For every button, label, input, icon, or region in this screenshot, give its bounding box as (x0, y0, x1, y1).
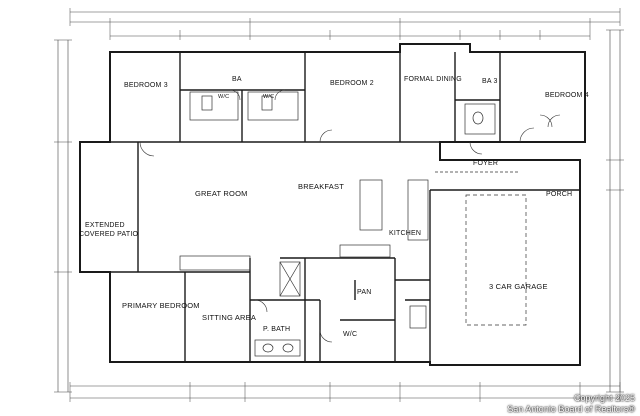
room-label-wic: W/C (343, 331, 358, 338)
room-label-bath-3: BA 3 (482, 78, 498, 85)
fixtures (179, 91, 527, 357)
room-label-primary-bedroom: PRIMARY BEDROOM (122, 301, 200, 310)
room-label-sitting-area: SITTING AREA (202, 313, 257, 322)
room-label-bath: BA (232, 76, 242, 83)
room-label-wic-a: W/C (218, 94, 230, 100)
patio-outline (79, 141, 139, 273)
room-label-breakfast: BREAKFAST (298, 182, 344, 191)
dimension-lines (54, 8, 624, 402)
copyright-text: Copyright 2025 (573, 393, 635, 403)
room-label-kitchen: KITCHEN (389, 230, 422, 237)
room-label-great-room: GREAT ROOM (195, 189, 248, 198)
interior-walls (110, 52, 580, 362)
room-label-porch: PORCH (546, 191, 573, 198)
room-label-covered-patio: COVERED PATIO (79, 231, 139, 238)
room-label-formal-dining: FORMAL DINING (404, 76, 462, 83)
doors (139, 89, 561, 343)
room-label-p-bath: P. BATH (263, 326, 291, 333)
room-label-foyer: FOYER (473, 160, 499, 167)
room-label-extended: EXTENDED (85, 222, 125, 229)
room-label-pantry: PAN (357, 289, 372, 296)
room-label-bedroom-4: BEDROOM 4 (545, 92, 589, 99)
room-label-bedroom-3: BEDROOM 3 (124, 82, 168, 89)
room-label-3-car-garage: 3 CAR GARAGE (489, 282, 548, 291)
room-label-bedroom-2: BEDROOM 2 (330, 80, 374, 87)
exterior-walls (79, 43, 586, 366)
realtor-board-text: San Antonio Board of Realtors® (507, 404, 635, 414)
room-label-wic-b: W/C (263, 94, 275, 100)
